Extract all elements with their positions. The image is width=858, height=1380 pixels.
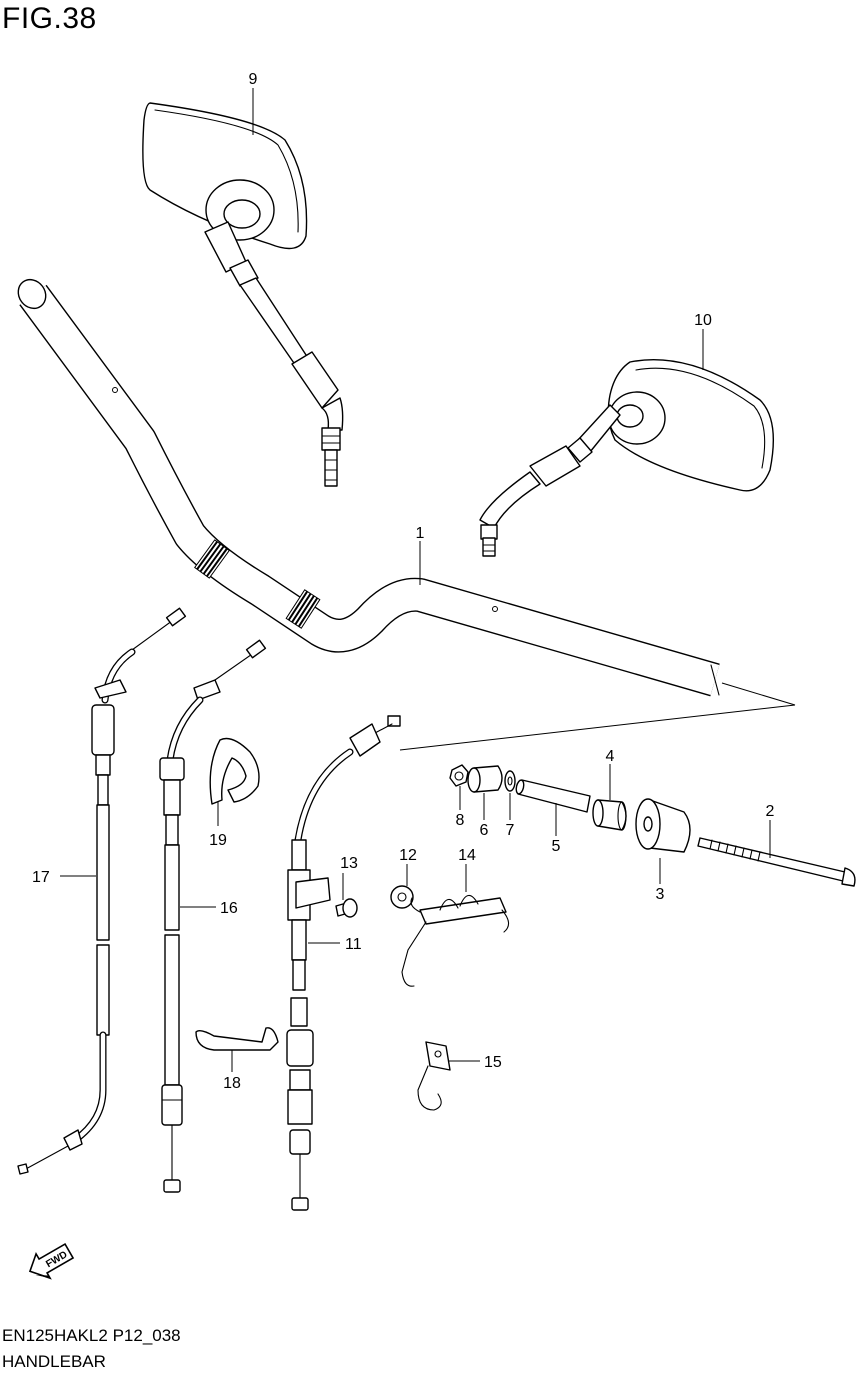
explosion-guide-lines bbox=[399, 682, 796, 751]
callout-16: 16 bbox=[220, 900, 238, 917]
callout-15: 15 bbox=[484, 1054, 502, 1071]
nut-12 bbox=[390, 885, 414, 909]
washer-7 bbox=[504, 770, 516, 792]
left-mirror bbox=[142, 102, 344, 487]
callout-6: 6 bbox=[480, 822, 489, 839]
bracket-14 bbox=[401, 894, 510, 987]
callout-19: 19 bbox=[209, 832, 227, 849]
collar-4 bbox=[592, 799, 627, 831]
callout-10: 10 bbox=[694, 312, 712, 329]
callout-18: 18 bbox=[223, 1075, 241, 1092]
rubber-tube-5 bbox=[515, 779, 591, 813]
callout-labels: 9 10 1 2 3 4 5 6 7 8 13 12 14 11 16 17 1… bbox=[32, 71, 775, 1092]
callout-leaders bbox=[60, 88, 771, 1072]
fwd-arrow-icon: FWD bbox=[28, 1242, 75, 1280]
cable-11 bbox=[286, 715, 401, 1211]
screw-13 bbox=[335, 898, 358, 918]
cable-16 bbox=[159, 639, 267, 1193]
right-mirror bbox=[479, 359, 775, 557]
balancer-3 bbox=[635, 798, 691, 853]
section-name: HANDLEBAR bbox=[2, 1352, 106, 1371]
callout-5: 5 bbox=[552, 838, 561, 855]
callout-2: 2 bbox=[766, 803, 775, 820]
callout-14: 14 bbox=[458, 847, 476, 864]
callout-9: 9 bbox=[249, 71, 258, 88]
callout-17: 17 bbox=[32, 869, 50, 886]
sleeve-6 bbox=[467, 765, 503, 793]
handlebar bbox=[17, 278, 720, 697]
callout-11: 11 bbox=[345, 936, 362, 953]
cable-17 bbox=[17, 607, 187, 1175]
clamp-19 bbox=[209, 737, 260, 805]
callout-12: 12 bbox=[399, 847, 417, 864]
callout-1: 1 bbox=[416, 525, 425, 542]
callout-8: 8 bbox=[456, 812, 465, 829]
clamp-15 bbox=[417, 1041, 451, 1111]
model-code: EN125HAKL2 P12_038 bbox=[2, 1326, 181, 1345]
nut-8 bbox=[449, 764, 469, 787]
bolt-2 bbox=[697, 837, 856, 887]
figure-title: FIG.38 bbox=[2, 2, 97, 35]
clamp-18 bbox=[195, 1027, 279, 1051]
callout-13: 13 bbox=[340, 855, 358, 872]
callout-3: 3 bbox=[656, 886, 665, 903]
callout-7: 7 bbox=[506, 822, 515, 839]
callout-4: 4 bbox=[606, 748, 615, 765]
